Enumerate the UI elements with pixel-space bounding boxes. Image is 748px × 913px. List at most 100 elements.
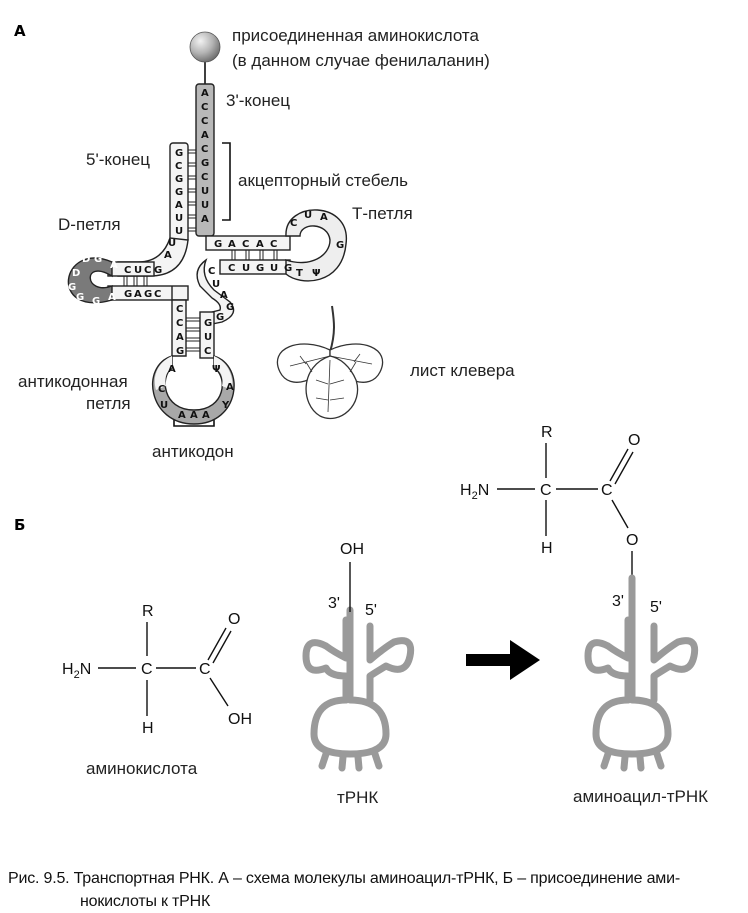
svg-text:G: G bbox=[175, 148, 183, 159]
svg-text:G: G bbox=[214, 239, 222, 250]
svg-text:A: A bbox=[228, 239, 236, 250]
t-loop-label: Т-петля bbox=[352, 204, 413, 223]
svg-text:C: C bbox=[201, 102, 208, 113]
svg-text:A: A bbox=[168, 364, 176, 375]
d-stem-pairs bbox=[123, 276, 148, 286]
svg-text:A: A bbox=[320, 212, 328, 223]
svg-text:C: C bbox=[242, 239, 249, 250]
figure-caption: Рис. 9.5. Транспортная РНК. А – схема мо… bbox=[8, 867, 744, 913]
aa-oh: OH bbox=[228, 711, 252, 728]
svg-text:A: A bbox=[164, 250, 172, 261]
aminoacyl-trna-schematic bbox=[584, 574, 699, 772]
svg-text:U: U bbox=[201, 186, 209, 197]
svg-text:C: C bbox=[176, 318, 183, 329]
aat-c2: C bbox=[601, 482, 613, 499]
svg-text:G: G bbox=[176, 346, 184, 357]
svg-text:U: U bbox=[212, 279, 220, 290]
anticodon-bracket bbox=[173, 420, 215, 427]
aat-o-link: O bbox=[626, 532, 638, 549]
panel-b-letter: Б bbox=[14, 516, 25, 534]
svg-text:C: C bbox=[154, 289, 161, 300]
svg-text:U: U bbox=[134, 265, 142, 276]
trna-5prime: 5' bbox=[365, 602, 377, 619]
svg-text:A: A bbox=[176, 332, 184, 343]
svg-text:G: G bbox=[68, 282, 76, 293]
svg-text:U: U bbox=[270, 263, 278, 274]
trna-cloverleaf bbox=[67, 83, 347, 425]
aat-5prime: 5' bbox=[650, 599, 662, 616]
svg-text:G: G bbox=[144, 289, 152, 300]
caption-line-2: нокислоты к тРНК bbox=[80, 893, 211, 910]
amino-acid-sphere bbox=[189, 31, 221, 63]
svg-text:C: C bbox=[158, 384, 165, 395]
svg-text:Ψ: Ψ bbox=[312, 268, 321, 279]
acceptor-3prime-strand bbox=[195, 83, 215, 237]
aat-3prime: 3' bbox=[612, 593, 624, 610]
svg-text:A: A bbox=[202, 410, 210, 421]
svg-text:U: U bbox=[204, 332, 212, 343]
svg-text:U: U bbox=[168, 238, 176, 249]
d-loop bbox=[67, 257, 113, 304]
amino-acid-structure: R H2N C C H O OH bbox=[62, 603, 252, 737]
svg-text:A: A bbox=[175, 200, 183, 211]
aat-c1: C bbox=[540, 482, 552, 499]
svg-text:C: C bbox=[175, 161, 182, 172]
svg-text:G: G bbox=[124, 289, 132, 300]
aa-c2: C bbox=[199, 661, 211, 678]
d-loop-label: D-петля bbox=[58, 215, 121, 234]
anticodon-loop bbox=[151, 355, 235, 425]
svg-text:C: C bbox=[144, 265, 151, 276]
t-stem-top bbox=[205, 235, 291, 251]
svg-text:A: A bbox=[256, 239, 264, 250]
trna-schematic bbox=[302, 606, 415, 772]
svg-text:G: G bbox=[336, 240, 344, 251]
svg-text:C: C bbox=[270, 239, 277, 250]
aminoacyl-structure: R H2N C C H O O bbox=[460, 424, 640, 578]
svg-text:A: A bbox=[108, 292, 116, 303]
aat-h2n: H2N bbox=[460, 482, 489, 502]
anticodon-pairs bbox=[186, 317, 200, 352]
svg-text:C: C bbox=[290, 218, 297, 229]
svg-text:Y: Y bbox=[221, 400, 230, 411]
trna-caption: тРНК bbox=[337, 788, 378, 807]
svg-text:G: G bbox=[76, 292, 84, 303]
aat-h: H bbox=[541, 540, 553, 557]
svg-text:C: C bbox=[204, 346, 211, 357]
caption-line-1: Рис. 9.5. Транспортная РНК. А – схема мо… bbox=[8, 870, 680, 887]
trna-3prime: 3' bbox=[328, 595, 340, 612]
svg-text:A: A bbox=[220, 290, 228, 301]
five-prime-end-label: 5'-конец bbox=[86, 150, 150, 169]
anticodon-loop-label-1: антикодонная bbox=[18, 372, 128, 391]
svg-text:G: G bbox=[204, 318, 212, 329]
svg-text:G: G bbox=[175, 174, 183, 185]
clover-leaf-icon bbox=[277, 305, 383, 419]
svg-text:D: D bbox=[82, 254, 90, 265]
svg-text:C: C bbox=[201, 172, 208, 183]
aa-o: O bbox=[228, 611, 240, 628]
three-prime-end-label: 3'-конец bbox=[226, 91, 290, 110]
clover-leaf-label: лист клевера bbox=[410, 361, 515, 380]
svg-text:A: A bbox=[201, 130, 209, 141]
svg-text:G: G bbox=[154, 265, 162, 276]
aa-c1: C bbox=[141, 661, 153, 678]
svg-text:T: T bbox=[296, 268, 303, 279]
svg-text:A: A bbox=[190, 410, 198, 421]
anticodon-loop-label-2: петля bbox=[86, 394, 131, 413]
svg-text:G: G bbox=[92, 296, 100, 307]
svg-text:A: A bbox=[201, 88, 209, 99]
svg-text:A: A bbox=[201, 214, 209, 225]
t-loop bbox=[285, 209, 347, 282]
svg-text:C: C bbox=[124, 265, 131, 276]
aminoacyl-caption: аминоацил-тРНК bbox=[573, 787, 708, 806]
svg-text:U: U bbox=[175, 213, 183, 224]
svg-text:U: U bbox=[304, 210, 312, 221]
aa-caption: аминокислота bbox=[86, 759, 198, 778]
svg-text:G: G bbox=[175, 187, 183, 198]
aa-r: R bbox=[142, 603, 154, 620]
aa-h: H bbox=[142, 720, 154, 737]
aat-r: R bbox=[541, 424, 553, 441]
aat-o-top: O bbox=[628, 432, 640, 449]
svg-text:U: U bbox=[175, 226, 183, 237]
svg-text:D: D bbox=[72, 268, 80, 279]
